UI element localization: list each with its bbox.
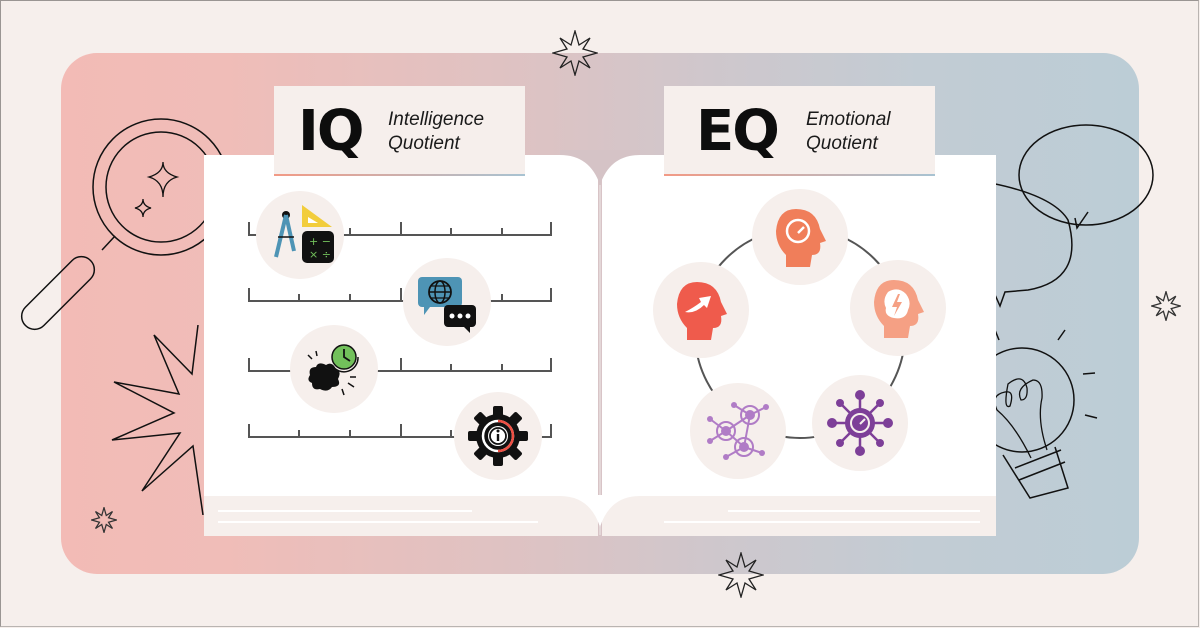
eq-full-name: Emotional Quotient xyxy=(806,108,891,156)
iq-abbreviation: IQ xyxy=(298,99,364,164)
math-tools-icon: + − × ÷ xyxy=(256,191,344,279)
book-spine xyxy=(560,150,640,535)
star-doodle-icon xyxy=(552,30,598,76)
eq-line2: Quotient xyxy=(806,133,878,154)
people-network-icon xyxy=(690,383,786,479)
language-globe-chat-icon xyxy=(403,258,491,346)
burst-doodle-icon xyxy=(111,325,204,515)
iq-page-footer xyxy=(204,496,598,536)
head-growth-arrow-icon xyxy=(653,262,749,358)
iq-full-name: Intelligence Quotient xyxy=(388,108,484,156)
svg-text:× ÷: × ÷ xyxy=(309,248,331,261)
eq-line1: Emotional xyxy=(806,109,891,130)
iq-line1: Intelligence xyxy=(388,109,485,130)
head-gauge-icon xyxy=(752,189,848,285)
iq-card-underline xyxy=(274,174,525,176)
eq-abbreviation: EQ xyxy=(696,99,780,164)
svg-text:+ −: + − xyxy=(309,235,331,248)
gear-info-icon xyxy=(454,392,542,480)
star-doodle-icon xyxy=(91,507,117,533)
iq-label-card: IQ Intelligence Quotient xyxy=(274,86,525,176)
brain-clock-icon xyxy=(290,325,378,413)
iq-ruler-2 xyxy=(248,288,552,302)
star-doodle-icon xyxy=(1151,291,1181,321)
eq-page-footer xyxy=(602,496,996,536)
book-spine-bottom xyxy=(560,495,640,527)
eq-card-underline xyxy=(664,174,935,176)
star-doodle-icon xyxy=(718,552,764,598)
people-network-hub-icon xyxy=(812,375,908,471)
eq-label-card: EQ Emotional Quotient xyxy=(664,86,935,176)
iq-line2: Quotient xyxy=(388,133,460,154)
magnifying-glass-icon xyxy=(20,118,230,331)
head-lightning-icon xyxy=(850,260,946,356)
